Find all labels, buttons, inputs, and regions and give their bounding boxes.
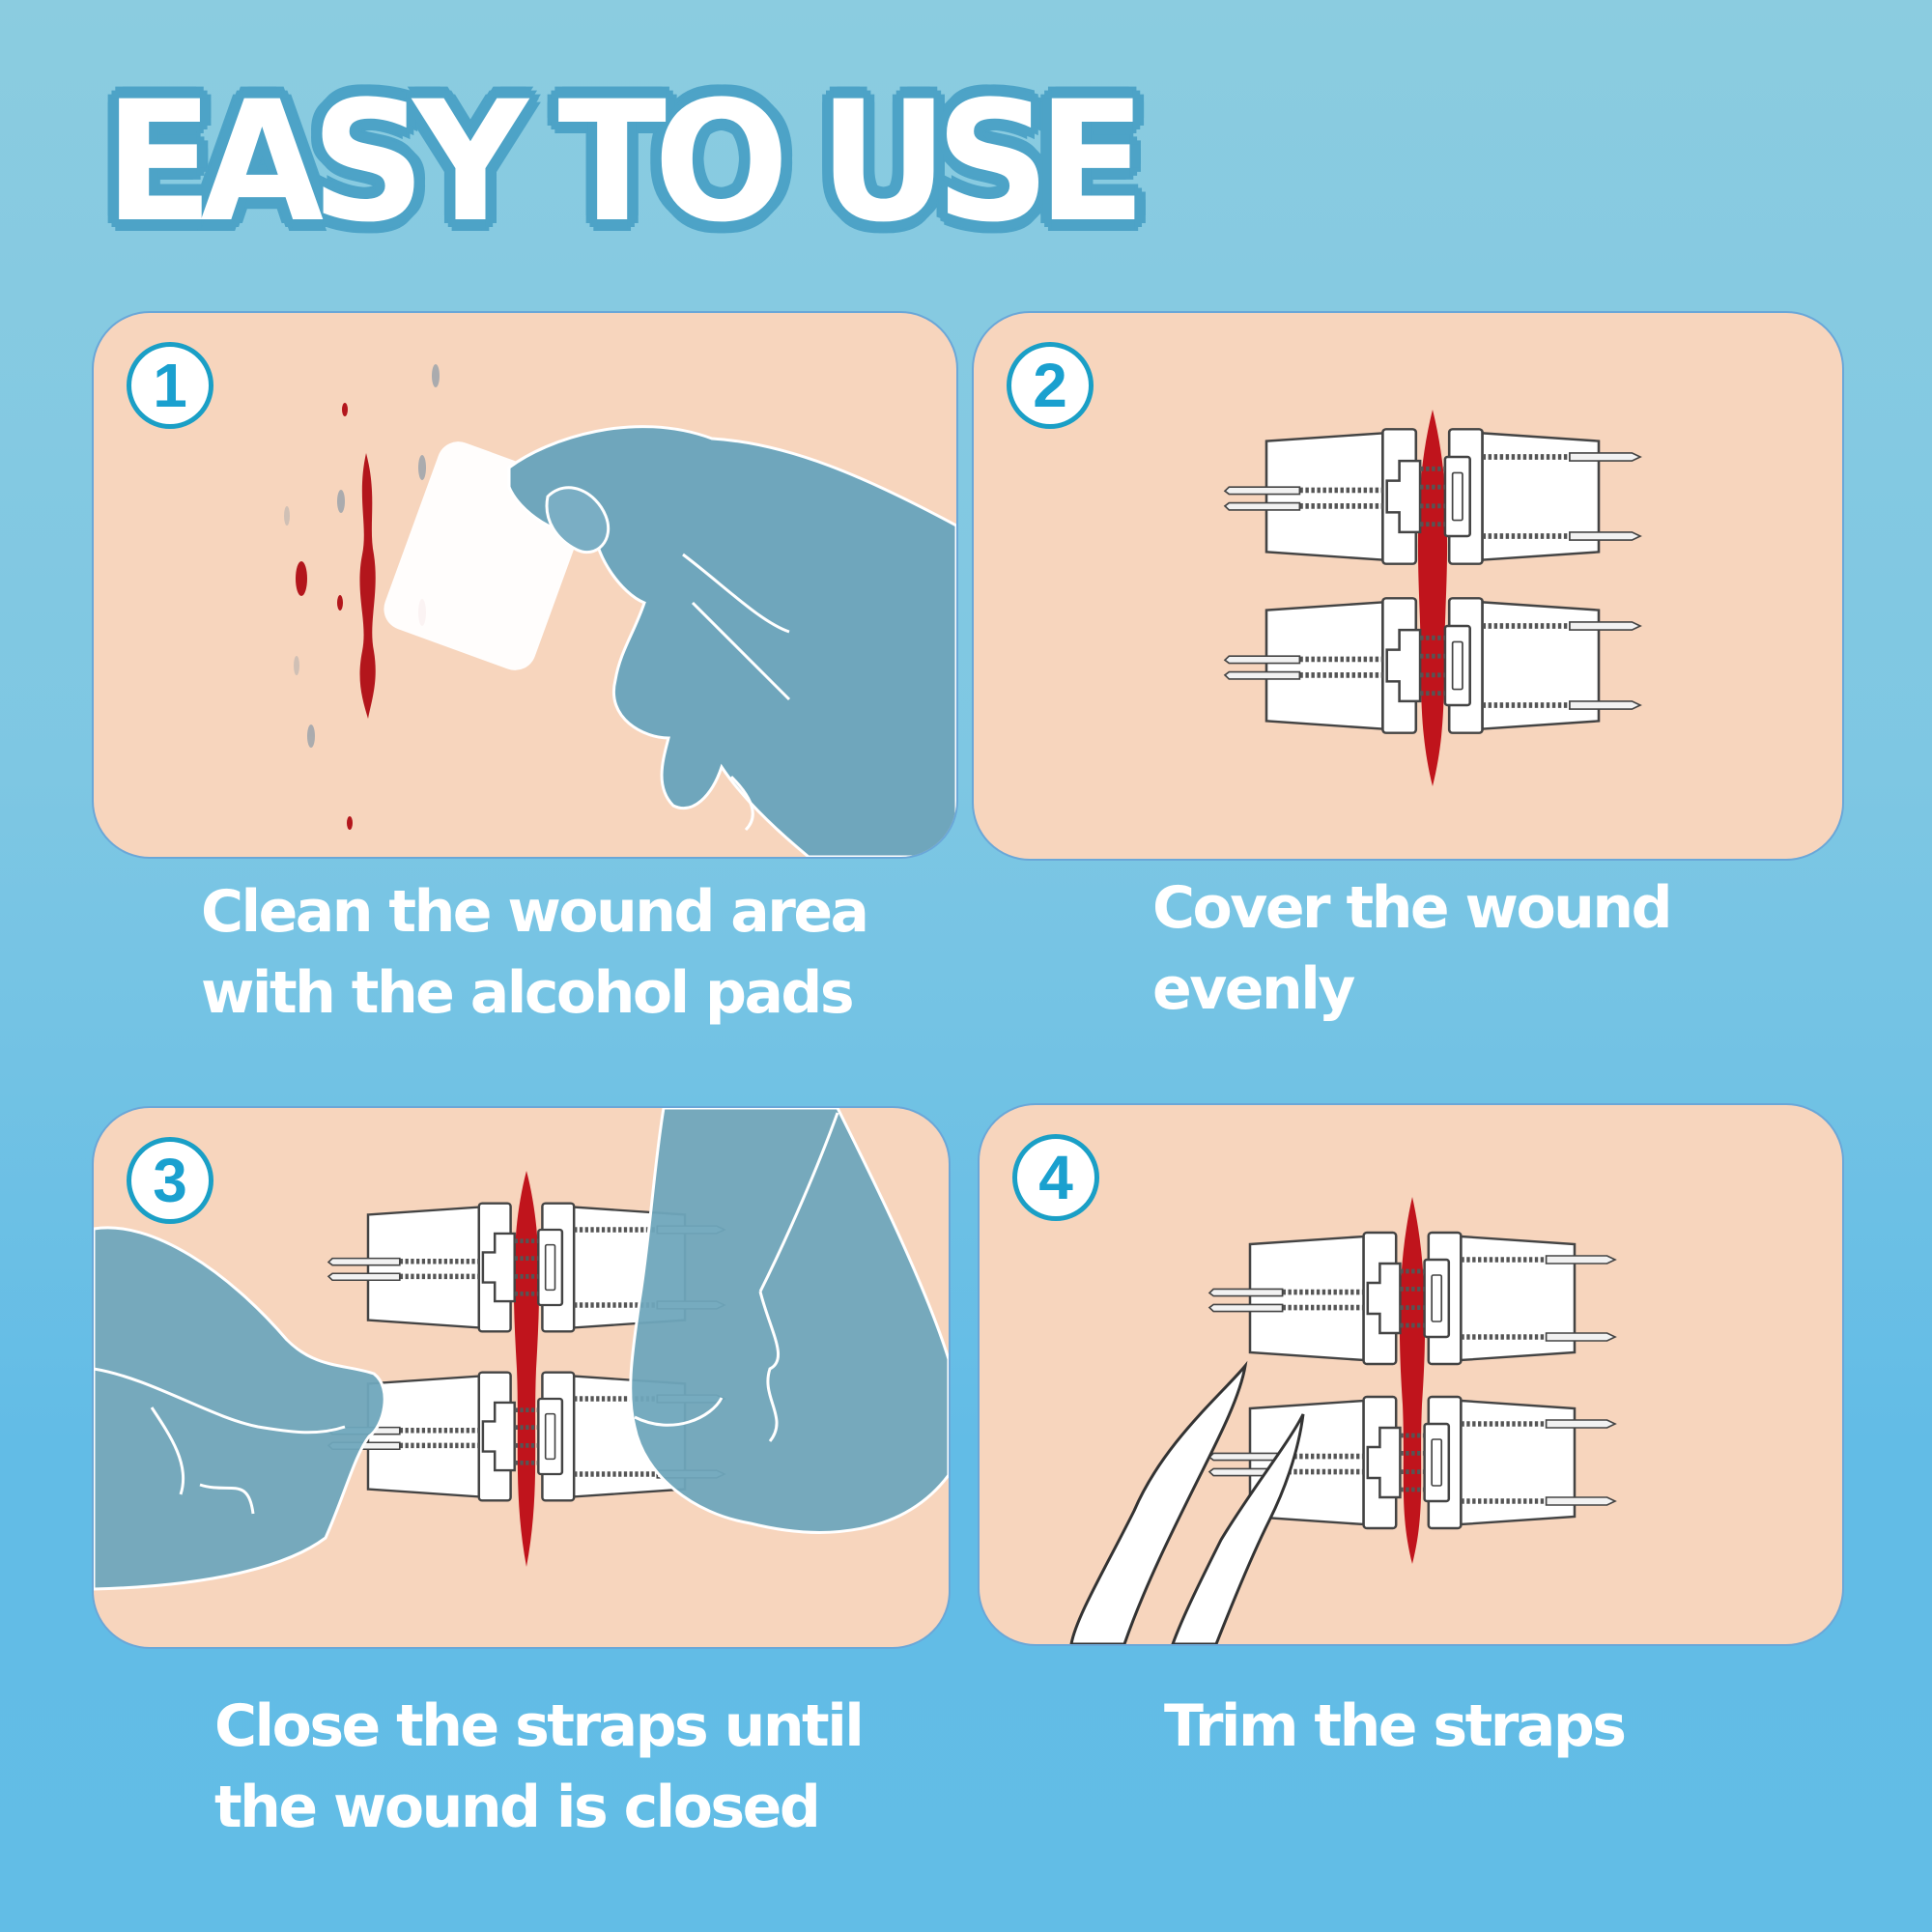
scissors-icon xyxy=(1069,1360,1305,1644)
step-2-panel: 2 xyxy=(972,311,1844,861)
step-4-panel: 4 xyxy=(978,1103,1844,1646)
left-hand-icon xyxy=(94,1226,386,1591)
step-1-panel: 1 xyxy=(92,311,958,859)
scissors-trimming-straps-illustration xyxy=(1069,1197,1842,1644)
step-4-caption-line-1: Trim the straps xyxy=(1164,1692,1627,1760)
step-1-caption-line-1: Clean the wound area xyxy=(201,878,869,946)
hands-closing-straps-illustration xyxy=(94,1108,949,1591)
wound-icon xyxy=(1417,410,1448,786)
step-2-caption: Cover the wound evenly xyxy=(1152,867,1673,1030)
step-number-badge: 2 xyxy=(1007,342,1094,429)
step-number-badge: 1 xyxy=(127,342,213,429)
step-number-badge: 3 xyxy=(127,1137,213,1224)
page-title: EASY TO USE xyxy=(104,65,1146,259)
wound-icon xyxy=(513,1171,540,1567)
step-number-badge: 4 xyxy=(1012,1134,1099,1221)
step-3-caption: Close the straps until the wound is clos… xyxy=(214,1686,865,1848)
step-4-caption: Trim the straps xyxy=(1164,1686,1627,1767)
step-2-caption-line-1: Cover the wound xyxy=(1152,874,1673,942)
hand-icon xyxy=(507,425,956,857)
wound-icon xyxy=(1399,1197,1426,1564)
hand-wiping-wound-illustration xyxy=(284,364,956,857)
right-hand-icon xyxy=(629,1108,949,1534)
wound-icon xyxy=(296,403,426,830)
step-1-caption-line-2: with the alcohol pads xyxy=(201,959,855,1027)
closure-devices-illustration xyxy=(974,410,1842,786)
step-3-caption-line-2: the wound is closed xyxy=(214,1774,821,1841)
step-3-panel: 3 xyxy=(92,1106,951,1649)
step-2-caption-line-2: evenly xyxy=(1152,955,1355,1023)
step-3-caption-line-1: Close the straps until xyxy=(214,1692,865,1760)
step-1-caption: Clean the wound area with the alcohol pa… xyxy=(201,871,869,1034)
